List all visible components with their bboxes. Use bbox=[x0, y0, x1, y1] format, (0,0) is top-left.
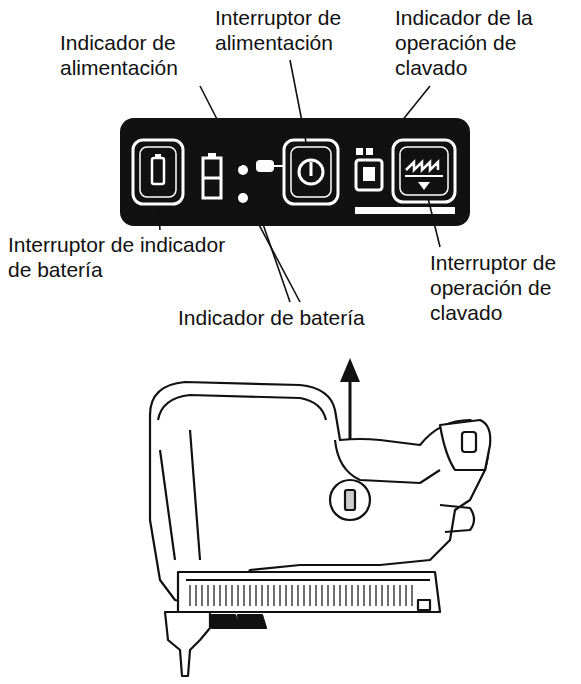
callout-label: Interruptor de alimentación bbox=[215, 5, 365, 55]
callout-label: Indicador de alimentación bbox=[60, 30, 210, 80]
callout-label: Indicador de batería bbox=[178, 305, 418, 330]
callout-label: Interruptor de operación de clavado bbox=[430, 250, 575, 325]
nail-gun bbox=[150, 382, 490, 676]
control-panel bbox=[120, 118, 470, 226]
leader-lines bbox=[158, 60, 440, 302]
callout-label: Indicador de la operación de clavado bbox=[395, 5, 560, 80]
pointer-arrow bbox=[340, 358, 360, 447]
callout-label: Interruptor de indicador de batería bbox=[8, 232, 233, 282]
